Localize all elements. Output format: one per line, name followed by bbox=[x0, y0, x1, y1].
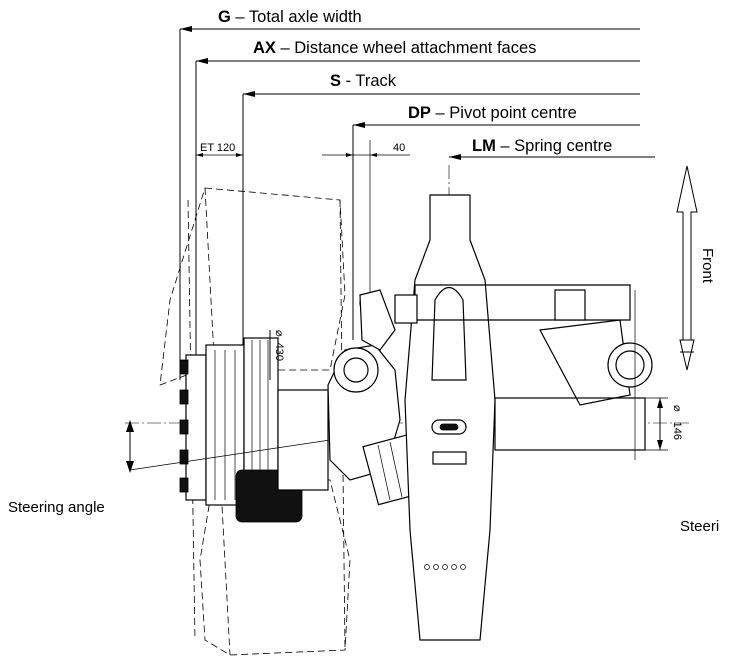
brake-disc bbox=[235, 337, 329, 523]
dim-label-et: ET 120 bbox=[200, 142, 235, 154]
dim-label-tube-diameter: ⌀146 bbox=[671, 405, 683, 440]
dim-label-disc-diameter: ⌀430 bbox=[273, 330, 285, 361]
steering-angle-label-right: Steeri bbox=[680, 518, 719, 535]
svg-text:Front: Front bbox=[699, 248, 716, 284]
front-label: Front bbox=[699, 248, 716, 284]
wheel-hub bbox=[179, 344, 245, 506]
steering-angle-arrow-icon bbox=[126, 420, 331, 473]
tube-diameter-dimension bbox=[645, 397, 668, 451]
axle-beam bbox=[394, 194, 653, 641]
dim-label-wheel-faces: AX – Distance wheel attachment faces bbox=[253, 39, 536, 57]
dimension-lines bbox=[179, 26, 655, 470]
dim-label-spring-centre: LM – Spring centre bbox=[472, 137, 612, 155]
svg-text:⌀430: ⌀430 bbox=[273, 330, 285, 361]
dim-label-total-axle-width: G – Total axle width bbox=[218, 8, 362, 26]
dim-label-offset: 40 bbox=[393, 142, 405, 154]
steering-angle-label-left: Steering angle bbox=[8, 499, 105, 516]
front-arrow-icon bbox=[676, 165, 698, 371]
dim-label-track: S - Track bbox=[330, 72, 397, 90]
svg-text:⌀146: ⌀146 bbox=[671, 405, 683, 440]
dim-label-pivot-centre: DP – Pivot point centre bbox=[408, 104, 577, 122]
